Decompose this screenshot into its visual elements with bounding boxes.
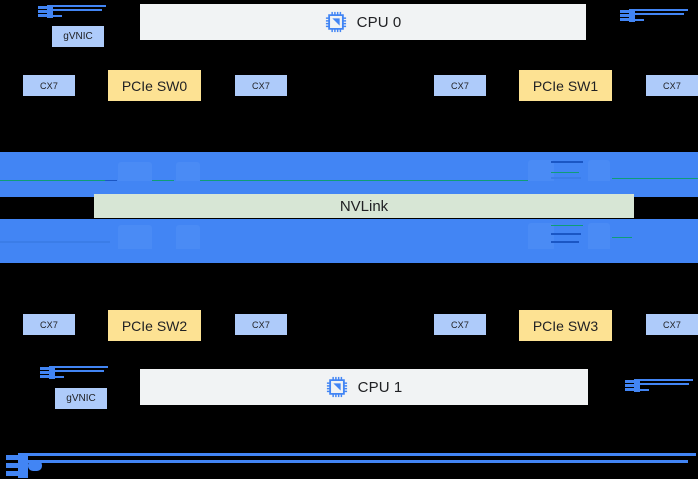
cx7-bot-0: CX7	[23, 314, 75, 335]
band-fragment	[551, 225, 583, 226]
network-card-icon	[6, 453, 696, 478]
cx7-label: CX7	[450, 319, 470, 330]
gvnic-label-bot-left: gVNIC	[55, 388, 107, 409]
pcie-switch-sw2: PCIe SW2	[108, 310, 201, 341]
gvnic-icon-bot-right	[625, 378, 695, 396]
cpu0-label: CPU 0	[356, 13, 402, 31]
gvnic-icon-bot-left	[40, 365, 110, 383]
gpu-band-upper-sub	[0, 181, 698, 194]
band-fragment	[0, 180, 110, 181]
band-fragment	[551, 233, 581, 235]
band-fragment	[612, 178, 698, 179]
cpu-chip-icon	[325, 11, 346, 33]
cx7-top-0: CX7	[23, 75, 75, 96]
cpu-chip-icon	[326, 376, 347, 398]
gvnic-label-text: gVNIC	[63, 31, 93, 42]
cx7-top-2: CX7	[434, 75, 486, 96]
gvnic-label-top-left: gVNIC	[52, 26, 104, 47]
nvlink-bar: NVLink	[94, 194, 634, 218]
cx7-top-3: CX7	[646, 75, 698, 96]
network-card-icon	[620, 9, 688, 22]
band-fragment	[146, 180, 174, 181]
gpu-band-lower-sub	[0, 249, 698, 263]
network-card-icon	[38, 5, 106, 18]
band-fragment	[176, 225, 200, 253]
band-fragment	[551, 161, 583, 163]
cx7-label: CX7	[450, 80, 470, 91]
cx7-top-1: CX7	[235, 75, 287, 96]
pcie-switch-sw0: PCIe SW0	[108, 70, 201, 101]
gvnic-icon-top-left	[38, 4, 108, 22]
cpu1-label: CPU 1	[357, 378, 403, 396]
cx7-label: CX7	[662, 80, 682, 91]
cx7-label: CX7	[39, 80, 59, 91]
band-fragment	[551, 177, 581, 179]
band-fragment	[0, 241, 110, 243]
cx7-label: CX7	[39, 319, 59, 330]
pcie-switch-label: PCIe SW3	[532, 317, 599, 334]
cx7-label: CX7	[251, 80, 271, 91]
network-card-icon	[625, 379, 693, 392]
pcie-switch-label: PCIe SW1	[532, 77, 599, 94]
gvnic-label-text: gVNIC	[66, 393, 96, 404]
cx7-bot-3: CX7	[646, 314, 698, 335]
nvlink-row-right-fill	[634, 194, 698, 197]
pcie-switch-sw3: PCIe SW3	[519, 310, 612, 341]
network-card-icon	[40, 366, 108, 379]
cx7-bot-1: CX7	[235, 314, 287, 335]
nvlink-row-left-fill	[0, 194, 94, 197]
band-fragment	[612, 237, 632, 238]
nvlink-label: NVLink	[339, 197, 389, 215]
cpu0-strip: CPU 0	[140, 4, 586, 40]
band-fragment	[118, 225, 152, 253]
band-fragment	[551, 241, 579, 243]
pcie-switch-label: PCIe SW0	[121, 77, 188, 94]
cpu1-strip: CPU 1	[140, 369, 588, 405]
cx7-label: CX7	[251, 319, 271, 330]
pcie-switch-sw1: PCIe SW1	[519, 70, 612, 101]
cx7-label: CX7	[662, 319, 682, 330]
bottom-network-bar	[6, 452, 698, 479]
cx7-bot-2: CX7	[434, 314, 486, 335]
band-fragment	[551, 172, 579, 173]
gvnic-icon-top-right	[620, 8, 690, 26]
band-fragment	[588, 223, 610, 255]
pcie-switch-label: PCIe SW2	[121, 317, 188, 334]
band-fragment	[198, 180, 534, 181]
